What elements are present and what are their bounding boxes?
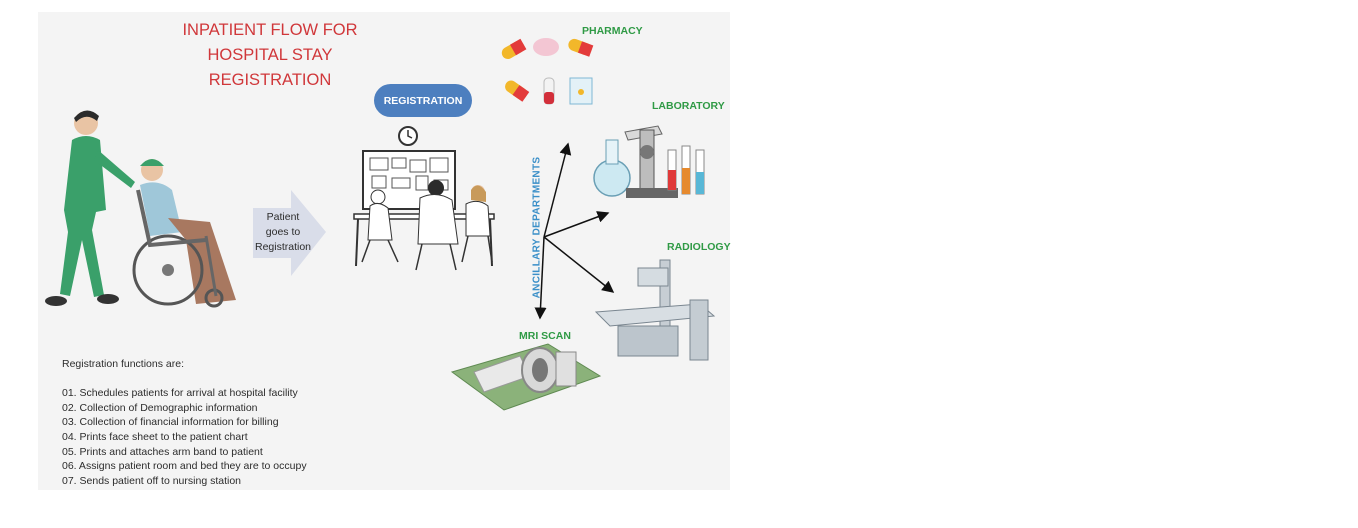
mri-scan-label: MRI SCAN <box>519 330 571 342</box>
function-item: 02. Collection of Demographic informatio… <box>62 401 258 414</box>
flow-arrow-label-line-1: Patient <box>266 211 300 223</box>
function-item: 06. Assigns patient room and bed they ar… <box>62 460 307 473</box>
laboratory-label: LABORATORY <box>652 100 725 112</box>
mri-scanner-icon <box>450 343 602 411</box>
lab-equipment-icon <box>593 125 705 198</box>
pharmacy-label: PHARMACY <box>582 25 643 37</box>
flow-arrow <box>253 190 326 276</box>
department-arrows <box>534 142 615 320</box>
flow-arrow-label: Patient goes to Registration <box>252 210 314 255</box>
registration-desk-staff-icon <box>353 150 495 271</box>
function-item: 04. Prints face sheet to the patient cha… <box>62 430 248 443</box>
title-line-1: INPATIENT FLOW FOR <box>182 21 358 39</box>
functions-heading: Registration functions are: <box>62 358 184 370</box>
xray-table-icon <box>594 259 716 361</box>
title-line-3: REGISTRATION <box>208 71 332 89</box>
diagram-title: INPATIENT FLOW FOR HOSPITAL STAY REGISTR… <box>180 18 360 93</box>
registration-badge: REGISTRATION <box>374 84 472 117</box>
title-line-2: HOSPITAL STAY <box>207 46 333 64</box>
flow-arrow-label-line-3: Registration <box>254 241 312 253</box>
registration-label: REGISTRATION <box>383 94 463 107</box>
ancillary-departments-label: ANCILLARY DEPARTMENTS <box>531 156 543 299</box>
flow-arrow-label-line-2: goes to <box>265 226 301 238</box>
nurse-with-wheelchair-patient-icon <box>45 110 236 308</box>
clock-icon <box>398 126 418 146</box>
pill-icons <box>501 38 594 105</box>
registration-functions-list: Registration functions are: 01. Schedule… <box>62 357 307 488</box>
radiology-label: RADIOLOGY <box>667 241 731 253</box>
function-item: 05. Prints and attaches arm band to pati… <box>62 445 263 458</box>
function-item: 01. Schedules patients for arrival at ho… <box>62 387 298 400</box>
function-item: 07. Sends patient off to nursing station <box>62 474 242 487</box>
function-item: 03. Collection of financial information … <box>62 416 279 429</box>
